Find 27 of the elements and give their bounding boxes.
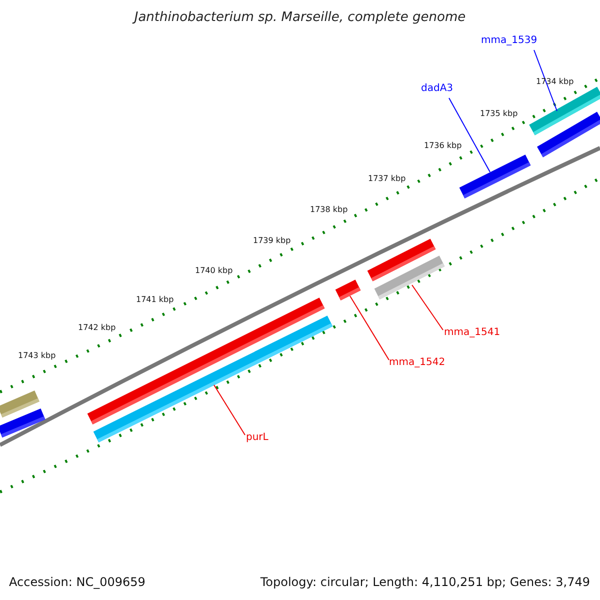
gene-bar — [537, 112, 600, 158]
gene-label: purL — [246, 433, 268, 443]
accession-text: Accession: NC_009659 — [9, 576, 146, 588]
scale-label: 1740 kbp — [195, 267, 233, 275]
gene-label: mma_1541 — [444, 328, 500, 338]
leader-line — [448, 98, 490, 172]
genome-info-text: Topology: circular; Length: 4,110,251 bp; Genes: 3,749 — [260, 576, 590, 588]
title: Janthinobacterium sp. Marseille, complete genome — [134, 10, 466, 25]
leader-line — [412, 284, 444, 330]
gene-label: mma_1539 — [481, 36, 538, 46]
gene-label: dadA3 — [421, 84, 454, 94]
leader-line — [214, 384, 246, 436]
scale-label: 1742 kbp — [78, 324, 116, 332]
leader-line — [534, 50, 558, 112]
gene-bar — [0, 408, 46, 438]
scale-label: 1736 kbp — [424, 142, 462, 150]
scale-label: 1743 kbp — [18, 352, 56, 360]
scale-label: 1738 kbp — [310, 206, 348, 214]
scale-label: 1735 kbp — [480, 110, 518, 118]
scale-label: 1737 kbp — [368, 175, 406, 183]
gene-bar — [459, 154, 531, 198]
gene-label: mma_1542 — [389, 358, 446, 368]
scale-label: 1739 kbp — [253, 237, 291, 245]
gene-bar — [335, 280, 361, 300]
scale-label: 1741 kbp — [136, 296, 174, 304]
leader-line — [350, 296, 390, 360]
gene-bar — [374, 256, 445, 300]
